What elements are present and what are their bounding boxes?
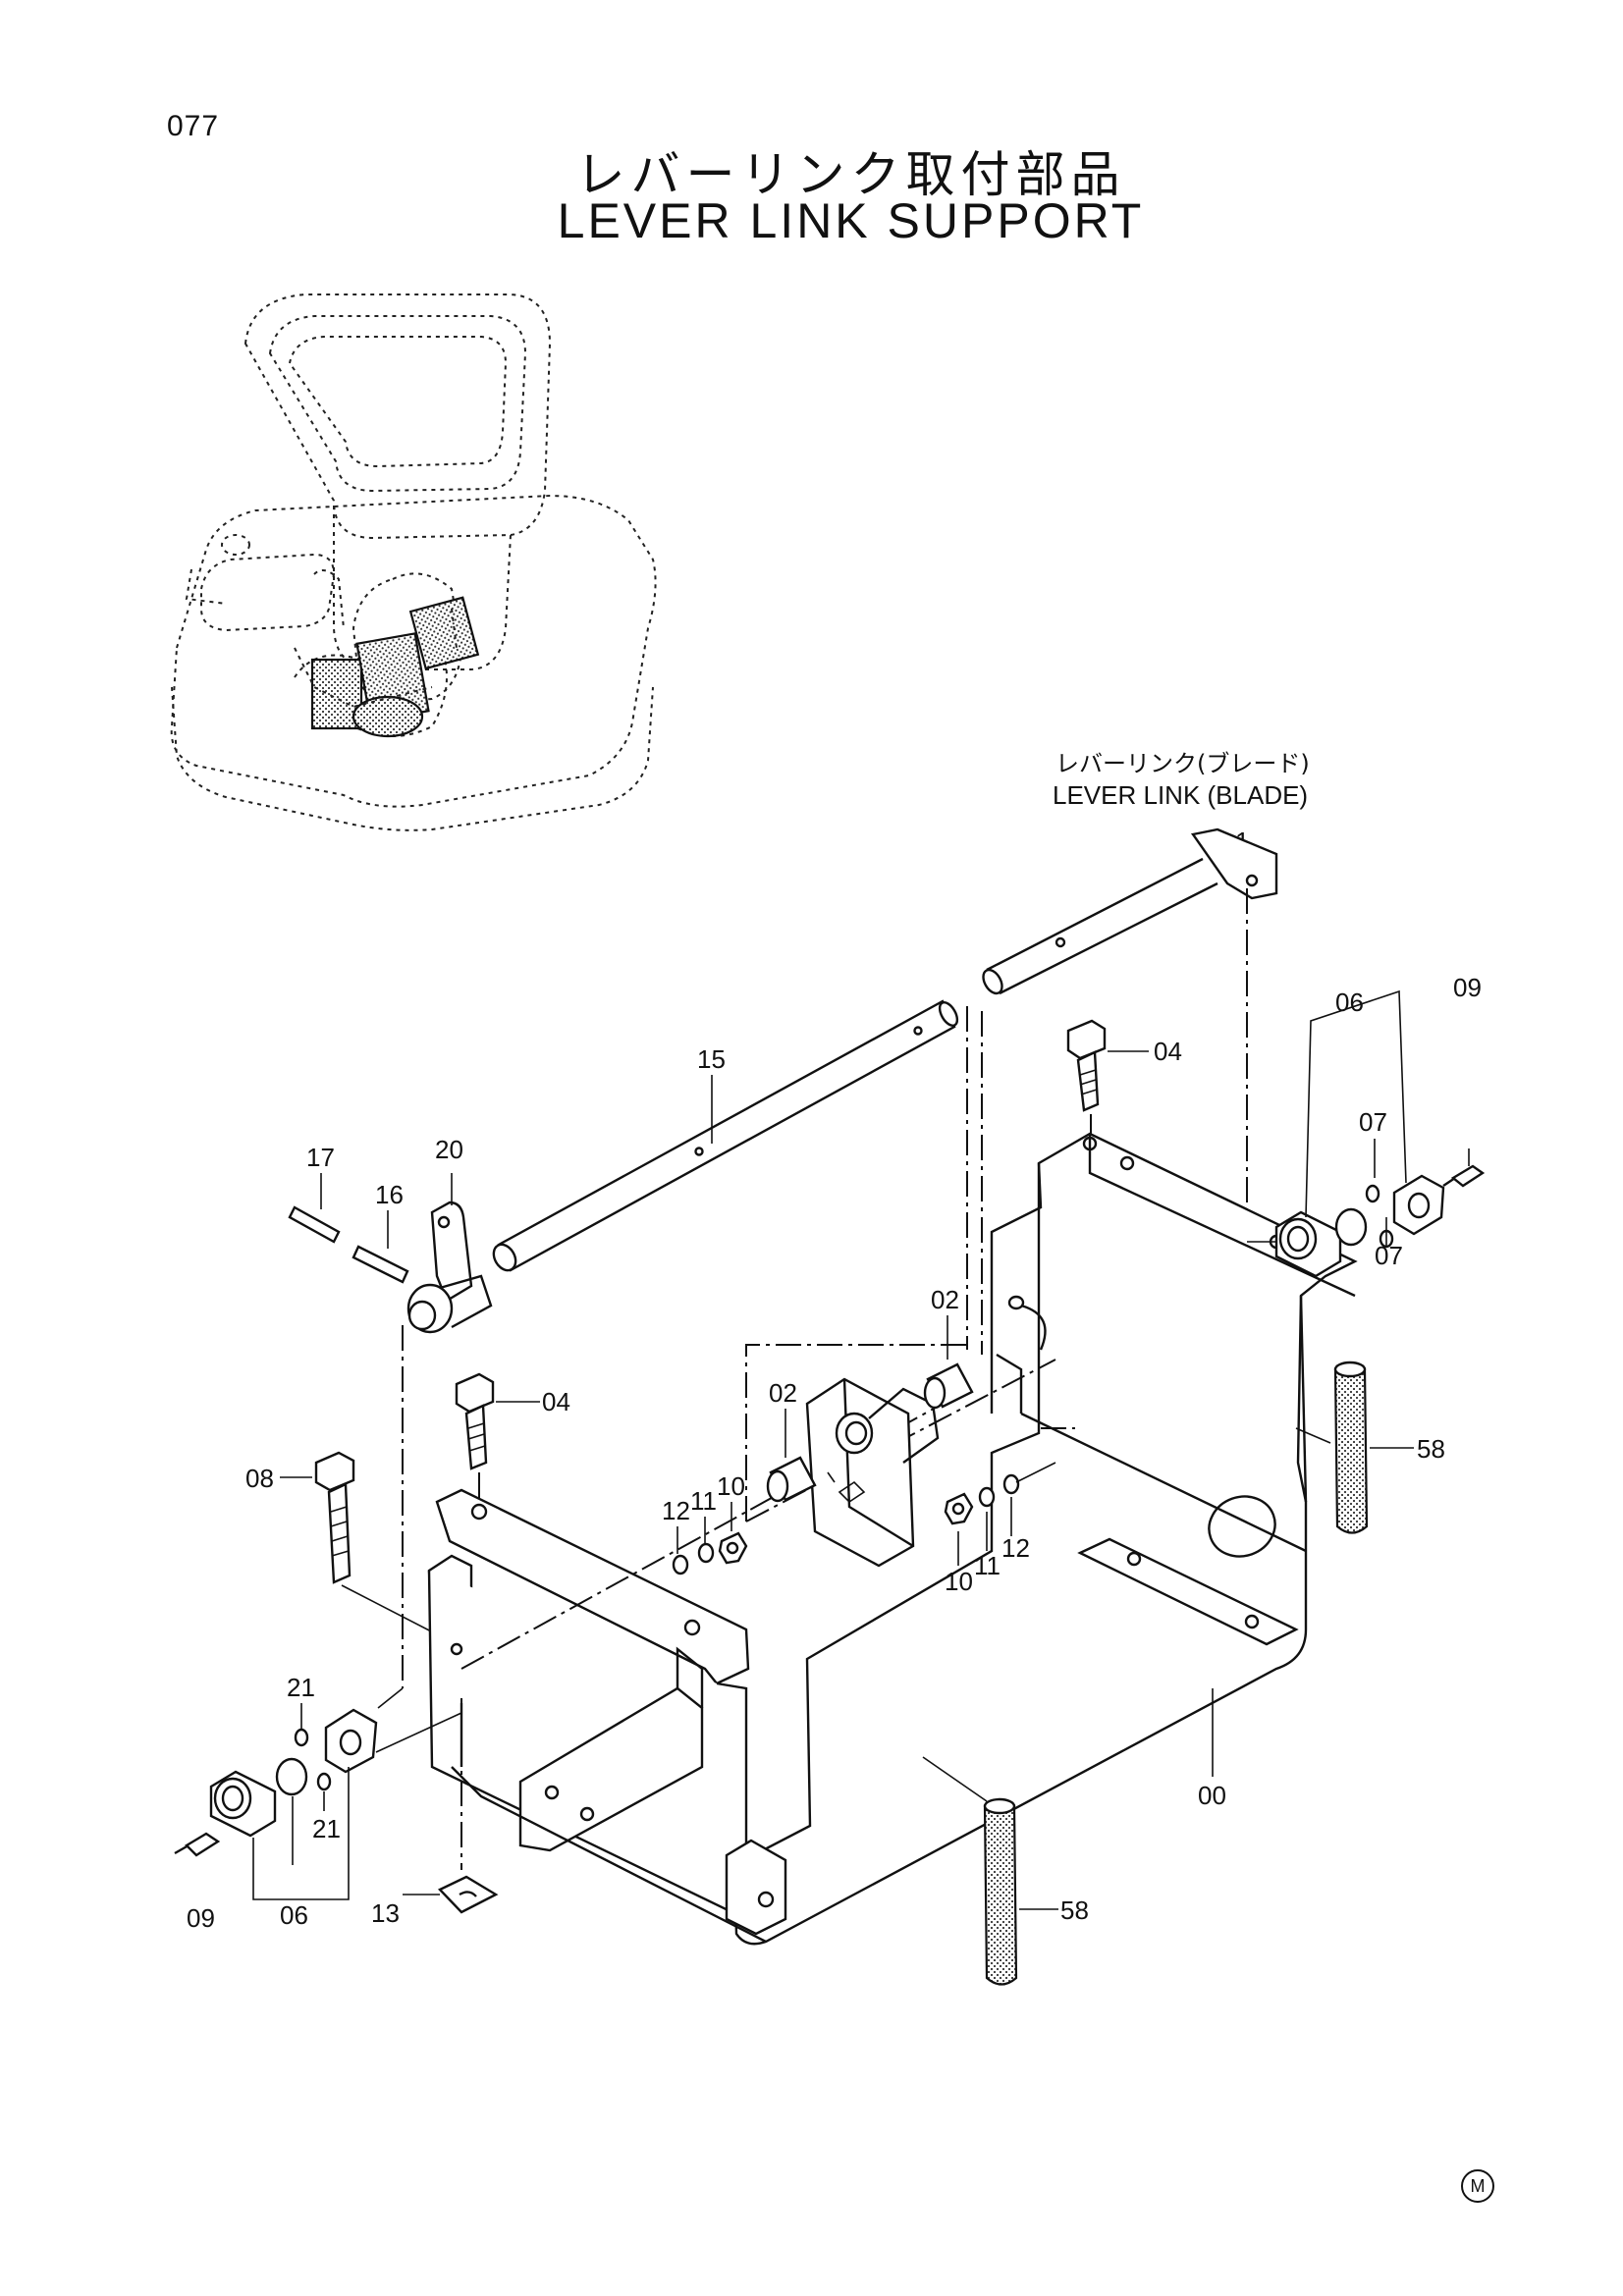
clip-part-13: [403, 1698, 499, 1914]
callout-58-right: 58: [1417, 1434, 1445, 1464]
callout-12-left: 12: [662, 1496, 690, 1525]
callout-07-lower: 07: [1375, 1241, 1403, 1270]
callout-06-right: 06: [1335, 988, 1364, 1017]
bearing-assembly-left: [174, 1687, 462, 1900]
hatched-valve-block: [310, 596, 480, 738]
page-title-english: LEVER LINK SUPPORT: [557, 193, 1145, 248]
left-plate-assembly: [427, 1488, 787, 1944]
manufacturer-mark: M: [1461, 2169, 1494, 2203]
callout-04-lower: 04: [542, 1387, 570, 1416]
callout-20: 20: [435, 1135, 463, 1164]
grip-tube-part-58-right: [1295, 1361, 1414, 1534]
callout-10-right: 10: [945, 1567, 973, 1596]
clevis-bracket: [805, 1377, 940, 1568]
callout-10-left: 10: [717, 1471, 745, 1501]
main-bracket-part-00: [732, 1132, 1358, 1946]
lever-link-shaft: [982, 828, 1278, 1242]
callout-17: 17: [306, 1143, 335, 1172]
callout-07-upper: 07: [1359, 1107, 1387, 1137]
bearing-assembly-right: [1247, 989, 1486, 1278]
bushing-part-02-left: [766, 1409, 817, 1503]
callout-08: 08: [245, 1464, 274, 1493]
washer-nut-set-right: [944, 1462, 1056, 1566]
callout-09-right: 09: [1453, 973, 1482, 1002]
seat-console-illustration: [170, 294, 657, 831]
pin-part-16: [352, 1210, 409, 1284]
grip-tube-part-58-bottom: [922, 1756, 1058, 1986]
lever-link-blade-title-jp: レバーリンク(ブレード): [1055, 750, 1310, 777]
callout-21-lower: 21: [312, 1814, 341, 1843]
callout-15: 15: [697, 1044, 726, 1074]
callout-04-upper: 04: [1154, 1037, 1182, 1066]
callout-16: 16: [375, 1180, 404, 1209]
bolt-part-04-upper: [1066, 1019, 1149, 1139]
callout-21-upper: 21: [287, 1673, 315, 1702]
bolt-part-04-lower: [455, 1372, 540, 1502]
pin-part-17: [288, 1173, 341, 1244]
callout-11-left: 11: [690, 1486, 717, 1516]
callout-12-right: 12: [1001, 1533, 1030, 1563]
callout-09-left: 09: [187, 1903, 215, 1933]
callout-02-left: 02: [769, 1378, 797, 1408]
callout-58-bottom: 58: [1060, 1896, 1089, 1925]
bracket-part-20: [402, 1173, 493, 1688]
shaft-part-15: [492, 999, 983, 1355]
lever-link-blade-title-en: LEVER LINK (BLADE): [1053, 780, 1308, 810]
callout-02-right: 02: [931, 1285, 959, 1314]
page-title-japanese: レバーリンク取付部品: [575, 146, 1126, 203]
callout-00: 00: [1198, 1781, 1226, 1810]
callout-11-right: 11: [974, 1551, 1001, 1580]
page-number: 077: [167, 110, 220, 142]
callout-06-left: 06: [280, 1900, 308, 1930]
bushing-part-02-right: [923, 1315, 974, 1410]
callout-13: 13: [371, 1898, 400, 1928]
washer-nut-set-left: [672, 1502, 748, 1575]
